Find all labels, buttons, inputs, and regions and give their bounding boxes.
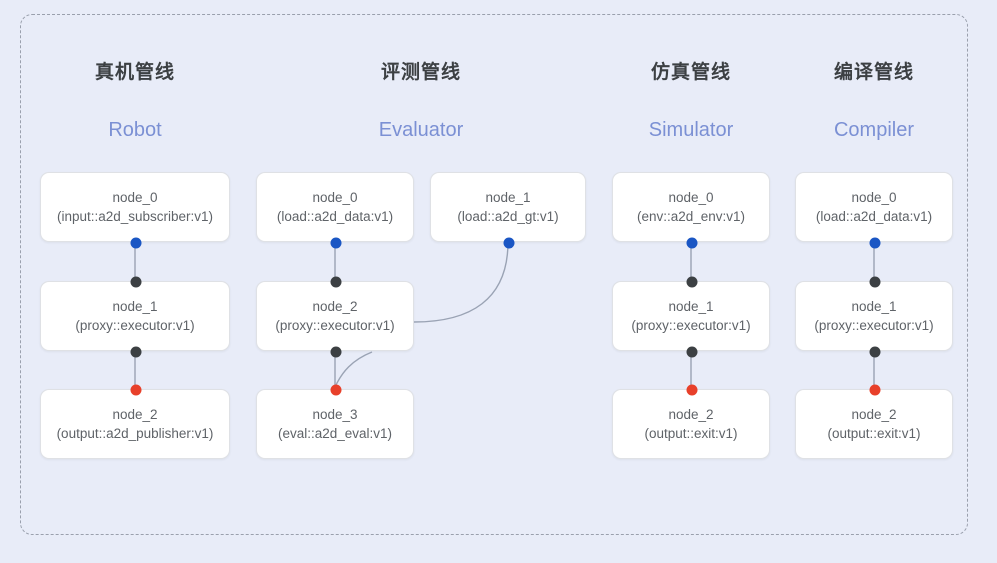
column-title-en-simulator: Simulator <box>648 119 734 141</box>
column-title-cn-compiler: 编译管线 <box>833 62 914 83</box>
input-port-relay[interactable] <box>869 276 881 288</box>
node-robot-0[interactable]: node_0 (input::a2d_subscriber:v1) <box>40 172 230 249</box>
node-spec: (load::a2d_gt:v1) <box>457 209 559 224</box>
node-spec: (output::exit:v1) <box>644 426 738 441</box>
input-port-relay[interactable] <box>686 276 698 288</box>
output-port-source[interactable] <box>130 237 142 249</box>
node-spec: (env::a2d_env:v1) <box>636 209 746 224</box>
node-spec: (output::exit:v1) <box>827 426 921 441</box>
node-spec: (proxy::executor:v1) <box>814 318 934 333</box>
output-port-relay[interactable] <box>686 346 698 358</box>
input-port-sink[interactable] <box>130 384 142 396</box>
node-spec: (proxy::executor:v1) <box>75 318 195 333</box>
node-spec: (proxy::executor:v1) <box>631 318 751 333</box>
node-simulator-1[interactable]: node_1 (proxy::executor:v1) <box>612 276 770 358</box>
node-name: node_1 <box>112 299 158 314</box>
input-port-relay[interactable] <box>330 276 342 288</box>
node-name: node_2 <box>851 407 897 422</box>
node-compiler-2[interactable]: node_2 (output::exit:v1) <box>795 384 953 459</box>
column-title-cn-evaluator: 评测管线 <box>380 62 461 83</box>
output-port-source[interactable] <box>503 237 515 249</box>
output-port-relay[interactable] <box>330 346 342 358</box>
output-port-relay[interactable] <box>869 346 881 358</box>
node-evaluator-1[interactable]: node_1 (load::a2d_gt:v1) <box>430 172 586 249</box>
node-spec: (input::a2d_subscriber:v1) <box>56 209 214 224</box>
column-header-robot: 真机管线 Robot <box>15 62 255 142</box>
node-name: node_2 <box>112 407 158 422</box>
output-port-relay[interactable] <box>130 346 142 358</box>
column-title-en-robot: Robot <box>108 119 162 141</box>
column-title-cn-robot: 真机管线 <box>94 62 175 83</box>
output-port-source[interactable] <box>869 237 881 249</box>
node-robot-2[interactable]: node_2 (output::a2d_publisher:v1) <box>40 384 230 459</box>
node-name: node_0 <box>112 190 158 205</box>
column-header-evaluator: 评测管线 Evaluator <box>301 62 541 142</box>
column-title-en-evaluator: Evaluator <box>378 119 464 141</box>
node-evaluator-2[interactable]: node_2 (proxy::executor:v1) <box>256 276 414 358</box>
input-port-sink[interactable] <box>330 384 342 396</box>
node-name: node_2 <box>312 299 358 314</box>
output-port-source[interactable] <box>330 237 342 249</box>
node-evaluator-0[interactable]: node_0 (load::a2d_data:v1) <box>256 172 414 249</box>
column-title-cn-simulator: 仿真管线 <box>650 62 731 83</box>
node-spec: (load::a2d_data:v1) <box>276 209 394 224</box>
column-header-simulator: 仿真管线 Simulator <box>571 62 811 142</box>
input-port-sink[interactable] <box>686 384 698 396</box>
node-robot-1[interactable]: node_1 (proxy::executor:v1) <box>40 276 230 358</box>
column-header-compiler: 编译管线 Compiler <box>754 62 994 142</box>
input-port-sink[interactable] <box>869 384 881 396</box>
node-compiler-0[interactable]: node_0 (load::a2d_data:v1) <box>795 172 953 249</box>
node-compiler-1[interactable]: node_1 (proxy::executor:v1) <box>795 276 953 358</box>
node-name: node_0 <box>312 190 358 205</box>
node-simulator-2[interactable]: node_2 (output::exit:v1) <box>612 384 770 459</box>
node-name: node_1 <box>485 190 531 205</box>
edge-eval-2-3-curve <box>334 351 373 388</box>
node-spec: (load::a2d_data:v1) <box>815 209 933 224</box>
node-name: node_3 <box>312 407 358 422</box>
input-port-relay[interactable] <box>130 276 142 288</box>
node-spec: (proxy::executor:v1) <box>275 318 395 333</box>
node-name: node_2 <box>668 407 714 422</box>
node-name: node_0 <box>851 190 897 205</box>
node-name: node_0 <box>668 190 714 205</box>
node-simulator-0[interactable]: node_0 (env::a2d_env:v1) <box>612 172 770 249</box>
node-spec: (output::a2d_publisher:v1) <box>56 426 214 441</box>
node-spec: (eval::a2d_eval:v1) <box>277 426 393 441</box>
node-name: node_1 <box>668 299 714 314</box>
column-title-en-compiler: Compiler <box>833 119 915 141</box>
node-name: node_1 <box>851 299 897 314</box>
edge-eval-1-2 <box>413 241 509 323</box>
output-port-source[interactable] <box>686 237 698 249</box>
node-evaluator-3[interactable]: node_3 (eval::a2d_eval:v1) <box>256 384 414 459</box>
